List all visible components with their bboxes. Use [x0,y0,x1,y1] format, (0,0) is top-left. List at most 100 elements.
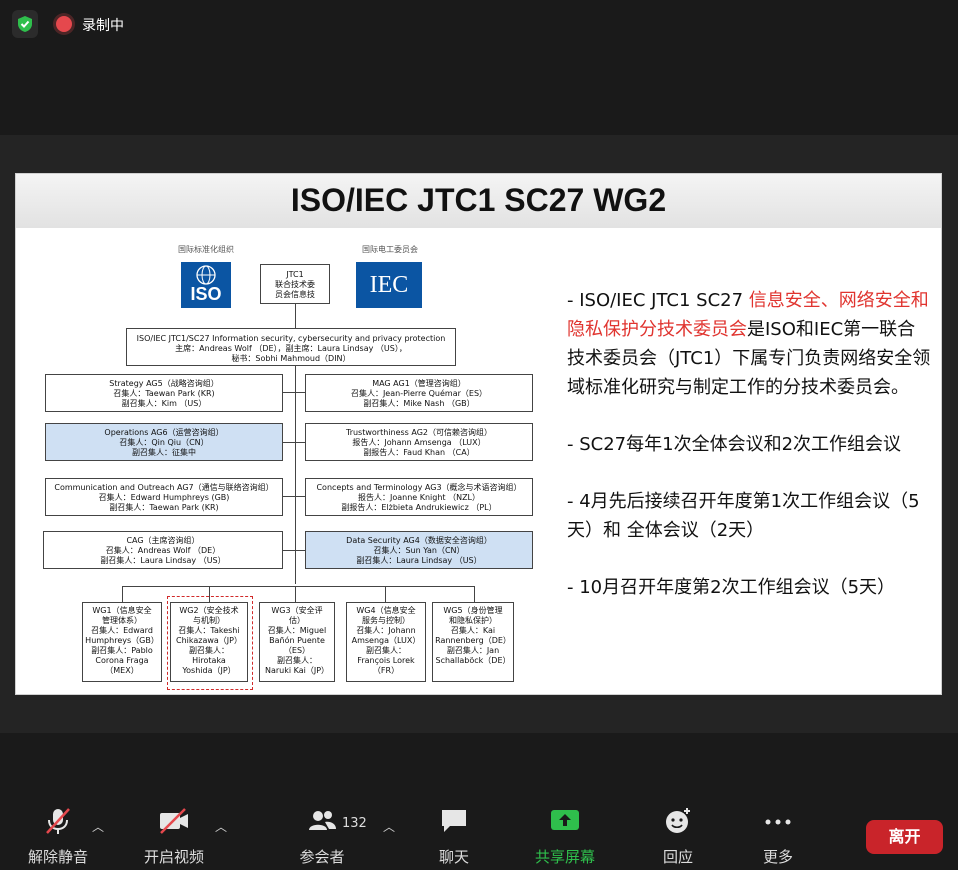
leave-meeting-button[interactable]: 离开 [866,820,943,854]
desc-paragraph-3: - 4月先后接续召开年度第1次工作组会议（5天）和 全体会议（2天） [567,491,920,541]
chat-bubble-icon [438,806,470,836]
wg-line: 副召集人： [366,646,406,655]
wg-line: WG5（身份管理 [443,606,503,615]
wg-line: 估） [289,616,305,625]
group-line: 副召集人：Kim （US） [121,399,207,408]
meeting-topbar: 录制中 [0,0,958,48]
wg-line: 副召集人：Jan [446,646,500,655]
group-line: 副召集人：征集中 [132,448,196,457]
group-line: 召集人：Jean-Pierre Quémar（ES） [350,389,488,398]
sc27-line: 主席：Andreas Wolf （DE），副主席：Laura Lindsay （… [175,344,407,353]
group-line: 副召集人：Taewan Park (KR) [109,503,219,512]
wg-line: 管理体系） [102,616,142,625]
security-shield-icon[interactable] [12,10,38,38]
wg2-box: WG2（安全技术 与机制） 召集人：Takeshi Chikazawa（JP） … [170,602,248,682]
wg-line: Naruki Kai（JP） [264,666,330,675]
wg-line: Rannenberg（DE） [435,636,511,645]
group-line: 副召集人：Laura Lindsay （US） [356,556,482,565]
participants-options-chevron-icon[interactable]: ︿ [383,820,396,834]
wg-bus-line [122,586,474,587]
group-line: 报告人：Joanne Knight （NZL） [357,493,481,502]
connector-line [295,304,296,328]
ag1-box: MAG AG1（管理咨询组） 召集人：Jean-Pierre Quémar（ES… [305,374,533,412]
branch-line [282,442,308,443]
wg-line: 召集人：Miguel [267,626,327,635]
ag2-box: Trustworthiness AG2（可信赖咨询组） 报告人：Johann A… [305,423,533,461]
wg-line: Corona Fraga [95,656,149,665]
group-line: Communication and Outreach AG7（通信与联络咨询组） [54,483,274,492]
video-options-chevron-icon[interactable]: ︿ [215,820,228,834]
participants-label: 参会者 [299,848,345,866]
group-line: Trustworthiness AG2（可信赖咨询组） [345,428,493,437]
wg-line: WG2（安全技术 [179,606,239,615]
group-line: 报告人：Johann Amsenga （LUX） [352,438,486,447]
group-line: CAG（主席咨询组） [126,536,200,545]
wg-line: （MEX） [105,666,139,675]
wg-line: 和隐私保护） [449,616,497,625]
start-video-label: 开启视频 [143,848,204,866]
desc-paragraph-2: - SC27每年1次全体会议和2次工作组会议 [567,434,902,455]
recording-label: 录制中 [82,18,124,34]
wg-drop-line [474,586,475,602]
wg-line: WG1（信息安全 [92,606,152,615]
jtc1-box: JTC1 联合技术委 员会信息技 [260,264,330,304]
sc27-box: ISO/IEC JTC1/SC27 Information security, … [126,328,456,366]
share-screen-label: 共享屏幕 [534,848,595,866]
shared-slide: ISO/IEC JTC1 SC27 WG2 国际标准化组织 国际电工委员会 IS… [15,173,942,695]
more-dots-icon [762,806,794,836]
chat-label: 聊天 [438,848,469,866]
ag3-box: Concepts and Terminology AG3（概念与术语咨询组） 报… [305,478,533,516]
group-line: Strategy AG5（战略咨询组） [109,379,219,388]
wg-line: Schallaböck（DE） [435,656,511,665]
wg-line: Hirotaka [192,656,226,665]
wg1-box: WG1（信息安全 管理体系） 召集人：Edward Humphreys（GB） … [82,602,162,682]
group-line: 召集人：Andreas Wolf （DE） [105,546,221,555]
wg-line: 召集人：Takeshi [178,626,240,635]
ag5-box: Strategy AG5（战略咨询组） 召集人：Taewan Park (KR)… [45,374,283,412]
unmute-button[interactable]: 解除静音 [22,806,94,867]
meeting-toolbar [0,790,958,870]
slide-title: ISO/IEC JTC1 SC27 WG2 [290,182,667,218]
group-line: 副报告人：Elżbieta Andrukiewicz （PL） [341,503,497,512]
wg-drop-line [122,586,123,602]
emoji-reaction-icon [662,806,694,836]
trunk-line [295,366,296,584]
wg-line: 召集人：Johann [356,626,416,635]
group-line: MAG AG1（管理咨询组） [372,379,466,388]
group-line: 召集人：Edward Humphreys (GB) [98,493,230,502]
group-line: 召集人：Qin Qiu（CN） [119,438,209,447]
start-video-button[interactable]: 开启视频 [138,806,210,867]
participants-icon [306,806,338,836]
reactions-button[interactable]: 回应 [648,806,708,867]
iso-logo: ISO [181,262,231,308]
iso-logo-text: ISO [190,284,222,304]
wg-drop-line [295,586,296,602]
wg-line: Amsenga（LUX） [351,636,421,645]
slide-title-band [16,174,941,228]
reactions-label: 回应 [662,848,693,866]
share-screen-button[interactable]: 共享屏幕 [528,806,602,867]
sc27-line: 秘书：Sobhi Mahmoud（DIN） [231,354,351,363]
iso-label: 国际标准化组织 [178,245,234,254]
camera-off-icon [158,806,190,836]
wg-line: 召集人：Kai [450,626,496,635]
wg-line: Humphreys（GB） [85,636,159,645]
jtc1-line: 员会信息技 [275,290,315,299]
wg-line: 服务与控制） [362,616,410,625]
wg3-box: WG3（安全评 估） 召集人：Miguel Bañón Puente （ES） … [259,602,335,682]
audio-options-chevron-icon[interactable]: ︿ [92,820,105,834]
group-line: 召集人：Taewan Park (KR) [113,389,215,398]
participants-button[interactable]: 参会者 [290,806,354,867]
group-line: Concepts and Terminology AG3（概念与术语咨询组） [316,483,522,492]
wg-drop-line [385,586,386,602]
branch-line [282,496,308,497]
more-button[interactable]: 更多 [748,806,808,867]
wg-line: Bañón Puente [269,636,325,645]
share-screen-icon [549,806,581,836]
wg-line: WG3（安全评 [271,606,323,615]
group-line: 副召集人：Mike Nash （GB） [363,399,475,408]
wg5-box: WG5（身份管理 和隐私保护） 召集人：Kai Rannenberg（DE） 副… [432,602,514,682]
unmute-label: 解除静音 [27,848,88,866]
chat-button[interactable]: 聊天 [424,806,484,867]
jtc1-line: JTC1 [286,270,304,279]
